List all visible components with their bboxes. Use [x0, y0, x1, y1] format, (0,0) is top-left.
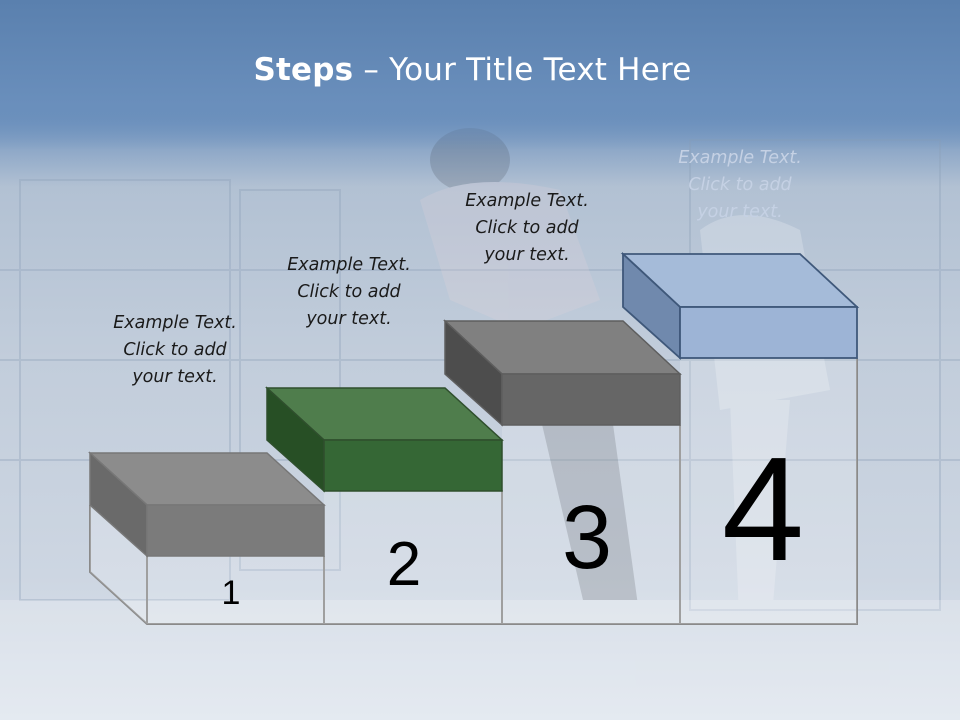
step-4-caption[interactable]: Example Text. Click to add your text. — [655, 145, 825, 226]
title-bold: Steps — [253, 52, 354, 88]
caption-line: your text. — [306, 309, 392, 329]
title-band — [0, 0, 960, 150]
caption-line: your text. — [132, 367, 218, 387]
step-1-block[interactable] — [88, 451, 326, 558]
step-3-number: 3 — [562, 488, 612, 588]
caption-line: your text. — [697, 202, 783, 222]
step-3-block[interactable] — [443, 319, 682, 427]
slide-title[interactable]: Steps – Your Title Text Here — [0, 52, 945, 88]
stair-outline — [89, 358, 858, 625]
caption-line: Example Text. — [287, 255, 411, 275]
step-3-caption[interactable]: Example Text. Click to add your text. — [442, 188, 612, 269]
caption-line: Example Text. — [678, 148, 802, 168]
step-2-caption[interactable]: Example Text. Click to add your text. — [264, 252, 434, 333]
caption-line: Example Text. — [113, 313, 237, 333]
caption-line: Click to add — [123, 340, 227, 360]
caption-line: your text. — [484, 245, 570, 265]
step-4-block[interactable] — [620, 251, 860, 361]
caption-line: Click to add — [297, 282, 401, 302]
step-2-block[interactable] — [265, 386, 504, 493]
step-2-number: 2 — [387, 530, 421, 599]
title-rest: – Your Title Text Here — [363, 52, 692, 88]
caption-line: Click to add — [688, 175, 792, 195]
step-1-number: 1 — [222, 574, 241, 612]
caption-line: Click to add — [475, 218, 579, 238]
step-4-number: 4 — [722, 427, 804, 592]
caption-line: Example Text. — [465, 191, 589, 211]
step-1-caption[interactable]: Example Text. Click to add your text. — [90, 310, 260, 391]
